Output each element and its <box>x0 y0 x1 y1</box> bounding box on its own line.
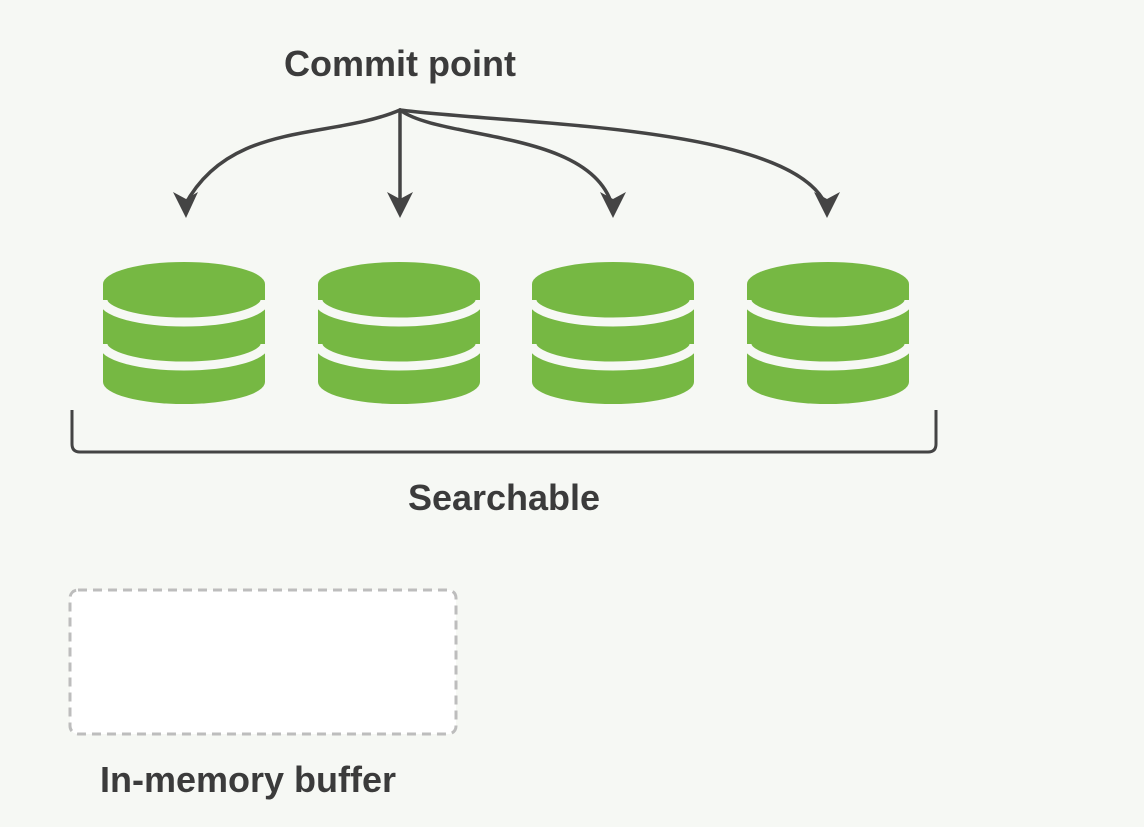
database-separator <box>313 343 485 371</box>
commit-arrow-4 <box>398 108 828 207</box>
database-icon <box>742 262 914 404</box>
searchable-label: Searchable <box>408 477 600 518</box>
commit-arrows <box>183 108 828 207</box>
arrowhead-1 <box>173 192 198 218</box>
database-separator <box>527 299 699 327</box>
arrowhead-2 <box>387 192 413 218</box>
database-body <box>318 262 480 404</box>
arrowhead-4 <box>814 192 840 218</box>
arrowheads <box>173 192 840 218</box>
database-icon <box>313 262 485 404</box>
database-icon <box>98 262 270 404</box>
segments <box>98 262 914 404</box>
database-icon <box>527 262 699 404</box>
database-separator <box>742 299 914 327</box>
database-body <box>747 262 909 404</box>
commit-arrow-3 <box>398 108 614 207</box>
arrowhead-3 <box>600 192 626 218</box>
database-separator <box>527 343 699 371</box>
database-separator <box>742 343 914 371</box>
searchable-bracket <box>70 410 938 454</box>
in-memory-buffer-box <box>68 588 458 736</box>
commit-point-label: Commit point <box>284 43 516 84</box>
database-separator <box>98 343 270 371</box>
database-separator <box>313 299 485 327</box>
database-body <box>103 262 265 404</box>
database-separator <box>98 299 270 327</box>
in-memory-buffer-label: In-memory buffer <box>100 759 396 800</box>
database-body <box>532 262 694 404</box>
commit-arrow-1 <box>183 108 402 207</box>
